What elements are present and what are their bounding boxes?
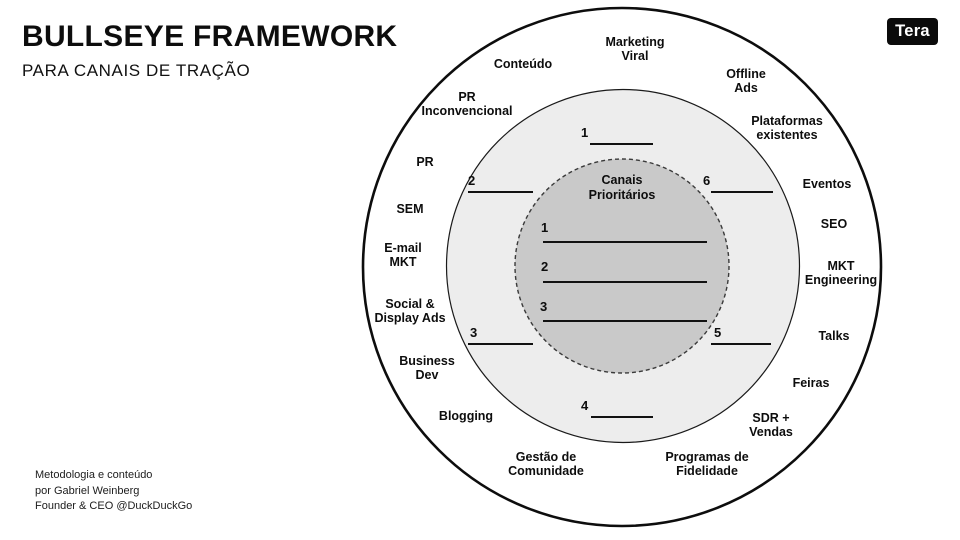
channel-label-conteudo: Conteúdo (493, 57, 553, 71)
channel-label-feiras: Feiras (792, 376, 830, 390)
credits-line-3: Founder & CEO @DuckDuckGo (35, 500, 193, 512)
middle-slot-2-line (468, 191, 533, 193)
channel-label-gestao-de-comunidade: Gestão de Comunidade (508, 450, 584, 478)
channel-label-marketing-viral: Marketing Viral (605, 35, 665, 63)
channel-label-eventos: Eventos (802, 177, 852, 191)
inner-slot-2-line (543, 281, 707, 283)
channel-label-seo: SEO (820, 217, 848, 231)
channel-label-social-display-ads: Social & Display Ads (374, 297, 446, 325)
page-subtitle: PARA CANAIS DE TRAÇÃO (22, 61, 251, 80)
middle-slot-6-line (711, 191, 773, 193)
channel-label-talks: Talks (818, 329, 850, 343)
inner-slot-1-line (543, 241, 707, 243)
inner-slot-2-number: 2 (541, 259, 549, 274)
credits-line-2: por Gabriel Weinberg (35, 484, 140, 497)
middle-slot-4-line (591, 416, 653, 418)
middle-slot-5-line (711, 343, 771, 345)
channel-label-pr: PR (416, 155, 434, 169)
channel-label-pr-inconvencional: PR Inconvencional (421, 90, 513, 118)
channel-label-sdr-vendas: SDR + Vendas (749, 411, 793, 439)
inner-dashed-circle (514, 158, 730, 374)
middle-slot-5-number: 5 (714, 325, 722, 340)
middle-slot-3-line (468, 343, 533, 345)
channel-label-blogging: Blogging (438, 409, 494, 423)
channel-label-sem: SEM (396, 202, 424, 216)
middle-slot-1-number: 1 (581, 125, 589, 140)
inner-slot-3-line (543, 320, 707, 322)
inner-slot-1-number: 1 (541, 220, 549, 235)
channel-label-programas-de-fidelidade: Programas de Fidelidade (665, 450, 749, 478)
middle-slot-6-number: 6 (703, 173, 711, 188)
middle-slot-3-number: 3 (470, 325, 478, 340)
channel-label-business-dev: Business Dev (399, 354, 455, 382)
channel-label-mkt-engineering: MKT Engineering (804, 259, 878, 287)
channel-label-offline-ads: Offline Ads (726, 67, 766, 95)
tera-logo: Tera (887, 18, 938, 45)
middle-slot-2-number: 2 (468, 173, 476, 188)
inner-circle-title: Canais Prioritários (588, 173, 656, 202)
channel-label-email-mkt: E-mail MKT (384, 241, 422, 269)
channel-label-plataformas-existentes: Plataformas existentes (751, 114, 823, 142)
page-title: BULLSEYE FRAMEWORK (22, 20, 398, 53)
middle-slot-4-number: 4 (581, 398, 589, 413)
middle-slot-1-line (590, 143, 653, 145)
inner-slot-3-number: 3 (540, 299, 548, 314)
credits: Metodologia e conteúdo por Gabriel Weinb… (35, 468, 192, 515)
credits-line-1: Metodologia e conteúdo (35, 469, 153, 481)
header: BULLSEYE FRAMEWORK PARA CANAIS DE TRAÇÃO (22, 20, 397, 81)
